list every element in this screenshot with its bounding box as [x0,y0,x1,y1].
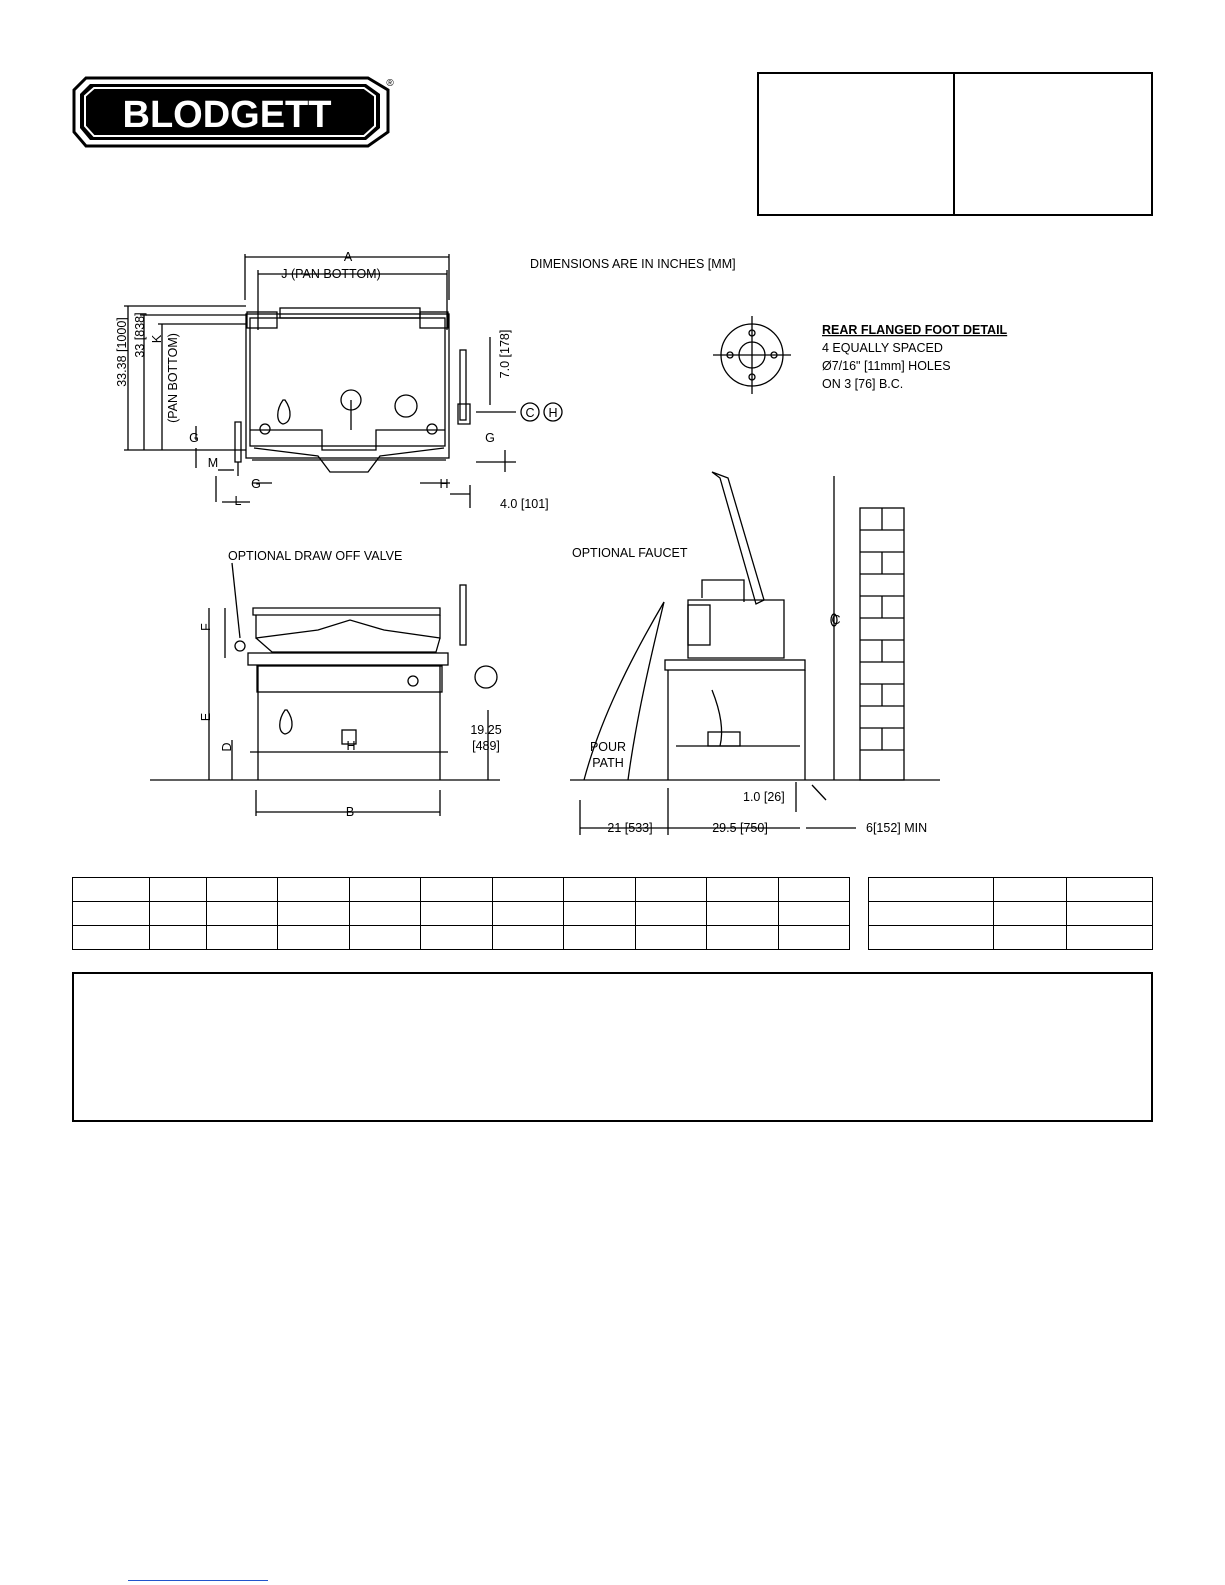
project-info-left-cell [759,74,955,214]
label-g-bottom: G [251,477,261,491]
label-h-top: H [439,477,448,491]
label-pour-1: POUR [590,740,626,754]
cold-water-symbol: C [525,406,534,420]
table-row [72,925,850,950]
label-offset: 4.0 [101] [500,497,549,511]
label-k-sub: (PAN BOTTOM) [166,333,180,423]
utility-table [868,877,1153,950]
label-pan-height: 33 [838] [133,312,147,357]
label-depth: 29.5 [750] [712,821,768,835]
table-row [72,901,850,926]
dimensions-note: DIMENSIONS ARE IN INCHES [MM] [530,257,736,271]
label-g-left: G [189,431,199,445]
notes-box [72,972,1153,1122]
footer-link-underline[interactable] [128,1580,268,1581]
label-clearance: 6[152] MIN [866,821,927,835]
label-g-right: G [485,431,495,445]
label-e: E [199,713,213,721]
label-c: C [831,613,840,627]
foot-detail-line-1: 4 EQUALLY SPACED [822,341,943,355]
hot-water-symbol: H [548,406,557,420]
label-pour-distance: 21 [533] [607,821,652,835]
label-faucet-rise: 7.0 [178] [498,330,512,379]
technical-drawing: DIMENSIONS ARE IN INCHES [MM] A J (PAN B… [115,250,1008,835]
label-k: K [150,334,164,343]
label-optional-faucet: OPTIONAL FAUCET [572,546,688,560]
label-h-front: H [346,739,355,753]
foot-detail-line-2: Ø7/16" [11mm] HOLES [822,359,951,373]
foot-detail-title: REAR FLANGED FOOT DETAIL [822,323,1008,337]
label-draw-off-valve: OPTIONAL DRAW OFF VALVE [228,549,402,563]
foot-detail-line-3: ON 3 [76] B.C. [822,377,903,391]
label-pour-2: PATH [592,756,623,770]
table-row [868,925,1153,950]
label-j-pan-bottom: J (PAN BOTTOM) [281,267,381,281]
label-d: D [220,742,234,751]
label-height-mm: [489] [472,739,500,753]
brand-wordmark: BLODGETT [123,94,332,136]
dimensions-table [72,877,850,950]
label-l: L [235,494,242,508]
label-height: 19.25 [470,723,501,737]
blodgett-logo: BLODGETT ® [72,76,394,148]
label-m: M [208,456,218,470]
table-row [868,877,1153,902]
table-row [72,877,850,902]
label-b: B [346,805,354,819]
table-row [868,901,1153,926]
label-overall-height: 33.38 [1000] [115,317,129,387]
project-info-box [757,72,1153,216]
label-rear: 1.0 [26] [743,790,785,804]
label-f: F [199,623,213,631]
label-a: A [344,250,353,264]
registered-mark: ® [386,78,394,89]
